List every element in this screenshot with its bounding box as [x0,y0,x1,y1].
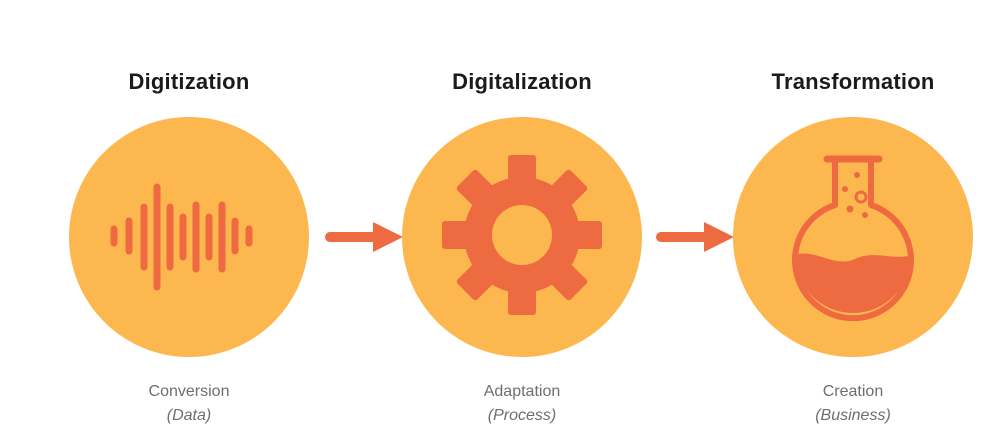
arrow-right-icon [656,222,734,252]
caption-sub: (Process) [487,407,557,424]
stage-caption-transformation: Creation (Business) [693,380,988,428]
stage-caption-digitization: Conversion (Data) [29,380,349,428]
caption-sub: (Data) [166,407,212,424]
stage-title-transformation: Transformation [771,69,935,94]
stage-caption-digitalization: Adaptation (Process) [362,380,682,428]
stage-circle-digitalization [402,117,642,357]
sound-wave-icon [110,183,253,291]
stage-title-digitalization: Digitalization [452,69,592,94]
arrow-right-icon [325,222,403,252]
caption-main: Adaptation [483,383,561,400]
gear-icon [442,155,602,315]
caption-main: Conversion [148,383,230,400]
caption-sub: (Business) [815,407,891,424]
caption-main: Creation [822,383,884,400]
stage-title-digitization: Digitization [128,69,250,94]
flask-icon [792,155,914,322]
stage-circle-transformation [733,117,973,357]
stage-circle-digitization [69,117,309,357]
